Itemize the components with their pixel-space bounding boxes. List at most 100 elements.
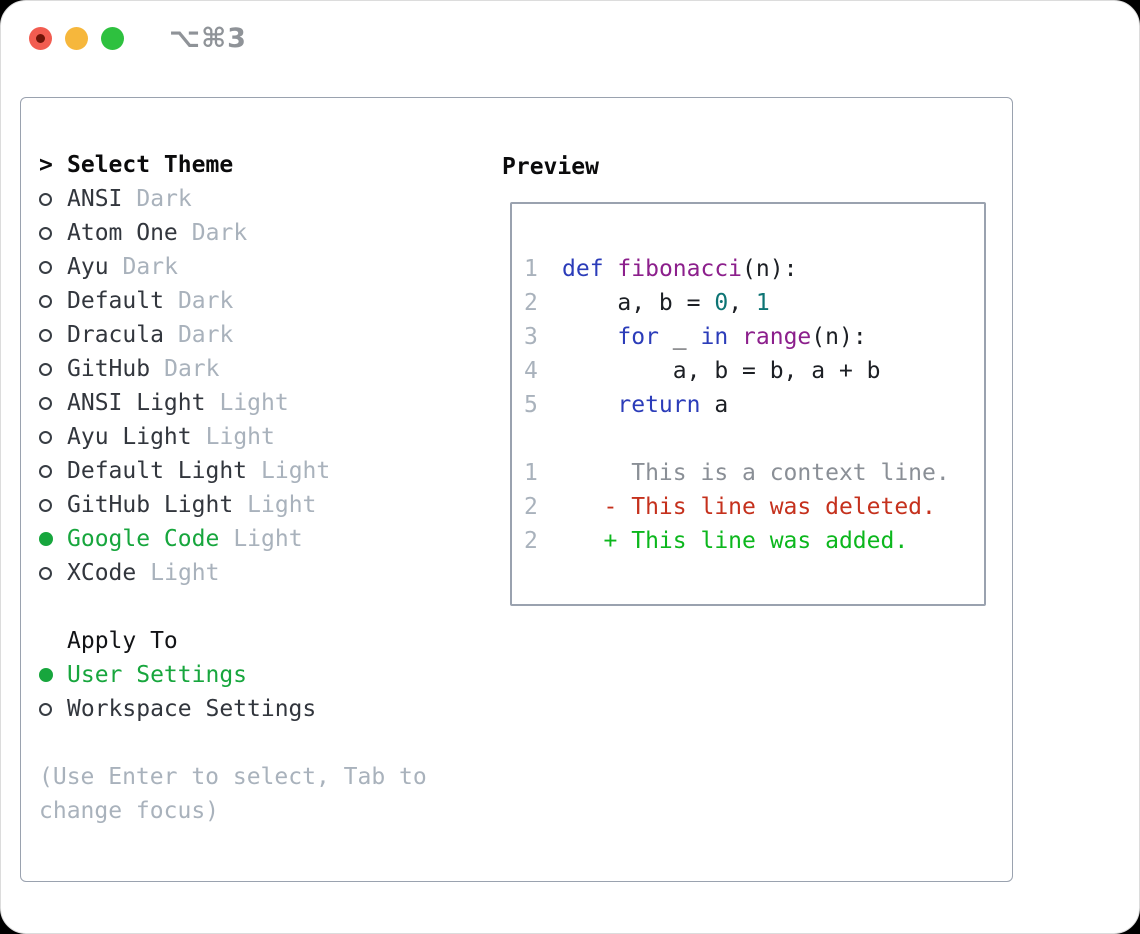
- theme-option-github-light[interactable]: GitHub Light Light: [39, 488, 484, 522]
- theme-option-ansi[interactable]: ANSI Dark: [39, 182, 484, 216]
- preview-title: Preview: [502, 154, 599, 180]
- code-token: [604, 256, 618, 282]
- unsaved-dot-icon: [36, 33, 45, 43]
- line-number: 2: [524, 290, 538, 316]
- help-text: (Use Enter to select, Tab to change focu…: [39, 764, 427, 824]
- radio-icon: [39, 328, 67, 342]
- theme-name: GitHub: [67, 356, 151, 382]
- apply-option-user-settings[interactable]: User Settings: [39, 658, 484, 692]
- apply-option-workspace-settings[interactable]: Workspace Settings: [39, 692, 484, 726]
- apply-option-label: Workspace Settings: [67, 696, 317, 722]
- code-token: 0: [714, 290, 729, 316]
- code-token: (n):: [811, 324, 867, 350]
- radio-selected-icon: [39, 532, 67, 546]
- theme-option-atom-one[interactable]: Atom One Dark: [39, 216, 484, 250]
- code-token: return: [617, 392, 701, 418]
- code-line: 4 a, b = b, a + b: [512, 354, 984, 388]
- titlebar: ⌥⌘3: [29, 23, 247, 54]
- theme-name: ANSI: [67, 186, 123, 212]
- code-token: 1: [755, 290, 770, 316]
- theme-variant-badge: Dark: [177, 322, 234, 348]
- apply-to-title: Apply To: [67, 628, 178, 654]
- radio-icon: [39, 226, 67, 240]
- theme-option-dracula[interactable]: Dracula Dark: [39, 318, 484, 352]
- radio-icon: [39, 294, 67, 308]
- zoom-button[interactable]: [101, 26, 124, 50]
- theme-option-xcode[interactable]: XCode Light: [39, 556, 484, 590]
- radio-icon: [39, 566, 67, 580]
- radio-icon: [39, 464, 67, 478]
- radio-icon: [39, 362, 67, 376]
- theme-name: Atom One: [67, 220, 178, 246]
- close-button[interactable]: [29, 26, 52, 50]
- minimize-button[interactable]: [65, 26, 88, 50]
- diff-block: 1 This is a context line.2 - This line w…: [512, 456, 984, 558]
- theme-variant-badge: Light: [205, 424, 275, 450]
- theme-name: XCode: [67, 560, 137, 586]
- window-shortcut-label: ⌥⌘3: [169, 22, 247, 54]
- theme-option-ansi-light[interactable]: ANSI Light Light: [39, 386, 484, 420]
- theme-variant-badge: Light: [219, 390, 289, 416]
- radio-icon: [39, 430, 67, 444]
- code-token: a, b =: [562, 290, 715, 316]
- theme-variant-badge: Light: [150, 560, 220, 586]
- radio-icon: [39, 396, 67, 410]
- code-line: 2 a, b = 0, 1: [512, 286, 984, 320]
- code-token: [562, 392, 617, 418]
- theme-name: Default: [67, 288, 164, 314]
- cursor-arrow-icon: >: [39, 152, 53, 178]
- line-number: 3: [524, 324, 538, 350]
- theme-option-default-light[interactable]: Default Light Light: [39, 454, 484, 488]
- radio-icon: [39, 260, 67, 274]
- diff-text: - This line was deleted.: [562, 494, 936, 520]
- theme-variant-badge: Light: [247, 492, 317, 518]
- radio-icon: [39, 702, 67, 716]
- theme-variant-badge: Light: [261, 458, 331, 484]
- code-token: a: [700, 392, 729, 418]
- line-number: 1: [524, 460, 538, 486]
- radio-selected-icon: [39, 668, 67, 682]
- theme-name: Default Light: [67, 458, 248, 484]
- code-token: in: [700, 324, 729, 350]
- theme-name: Ayu: [67, 254, 109, 280]
- diff-line-added: 2 + This line was added.: [512, 524, 984, 558]
- code-token: a, b = b, a + b: [562, 358, 881, 384]
- theme-name: Dracula: [67, 322, 164, 348]
- line-number: 4: [524, 358, 538, 384]
- code-line: 5 return a: [512, 388, 984, 422]
- theme-option-google-code[interactable]: Google Code Light: [39, 522, 484, 556]
- theme-variant-badge: Dark: [122, 254, 178, 280]
- theme-option-ayu-light[interactable]: Ayu Light Light: [39, 420, 484, 454]
- theme-name: ANSI Light: [67, 390, 206, 416]
- code-token: def: [562, 256, 604, 282]
- theme-variant-badge: Light: [233, 526, 303, 552]
- code-token: range: [742, 324, 812, 350]
- select-theme-header: > Select Theme: [39, 148, 484, 182]
- theme-name: Ayu Light: [67, 424, 192, 450]
- theme-name: Google Code: [67, 526, 220, 552]
- code-line: 3 for _ in range(n):: [512, 320, 984, 354]
- theme-variant-badge: Dark: [136, 186, 192, 212]
- select-theme-title: Select Theme: [67, 152, 234, 178]
- code-token: [562, 324, 617, 350]
- theme-option-ayu[interactable]: Ayu Dark: [39, 250, 484, 284]
- theme-variant-badge: Dark: [177, 288, 234, 314]
- diff-text: + This line was added.: [562, 528, 909, 554]
- line-number: 5: [524, 392, 538, 418]
- code-token: _: [658, 324, 701, 350]
- line-number: 1: [524, 256, 538, 282]
- radio-icon: [39, 498, 67, 512]
- theme-option-default[interactable]: Default Dark: [39, 284, 484, 318]
- theme-variant-badge: Dark: [191, 220, 248, 246]
- line-number: 2: [524, 494, 538, 520]
- theme-name: GitHub Light: [67, 492, 234, 518]
